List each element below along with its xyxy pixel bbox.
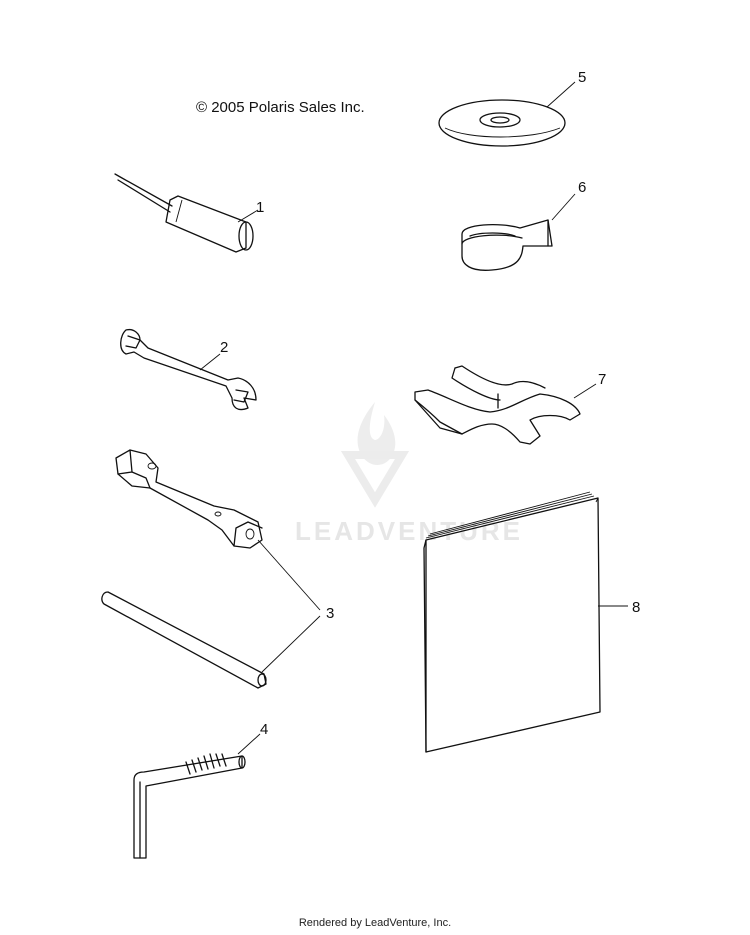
leader-line-1 (237, 209, 259, 223)
tommy-bar-icon (101, 591, 267, 689)
strap-roll-icon (461, 219, 553, 271)
leader-line-5 (546, 81, 576, 108)
hex-key-icon (133, 753, 246, 859)
callout-7: 7 (598, 371, 606, 388)
callout-2: 2 (220, 339, 228, 356)
leader-line-3a (257, 539, 321, 611)
owners-manual-icon (423, 491, 601, 753)
callout-4: 4 (260, 721, 268, 738)
copyright-text: © 2005 Polaris Sales Inc. (196, 99, 365, 116)
callout-8: 8 (632, 599, 640, 616)
cd-disc-icon (438, 99, 566, 147)
socket-wrench-icon (115, 449, 263, 549)
footer-credit: Rendered by LeadVenture, Inc. (298, 917, 452, 929)
callout-1: 1 (256, 199, 264, 216)
callout-5: 5 (578, 69, 586, 86)
leader-line-2 (199, 353, 221, 371)
leader-line-6 (551, 193, 576, 221)
callout-6: 6 (578, 179, 586, 196)
screwdriver-icon (114, 173, 254, 253)
spanner-tool-icon (414, 365, 581, 445)
callout-3: 3 (326, 605, 334, 622)
wrench-icon (120, 328, 257, 411)
leader-line-7 (573, 383, 597, 399)
leader-line-3b (261, 615, 321, 673)
leader-line-4 (237, 733, 261, 755)
watermark-text: LEADVENTURE (295, 516, 524, 546)
